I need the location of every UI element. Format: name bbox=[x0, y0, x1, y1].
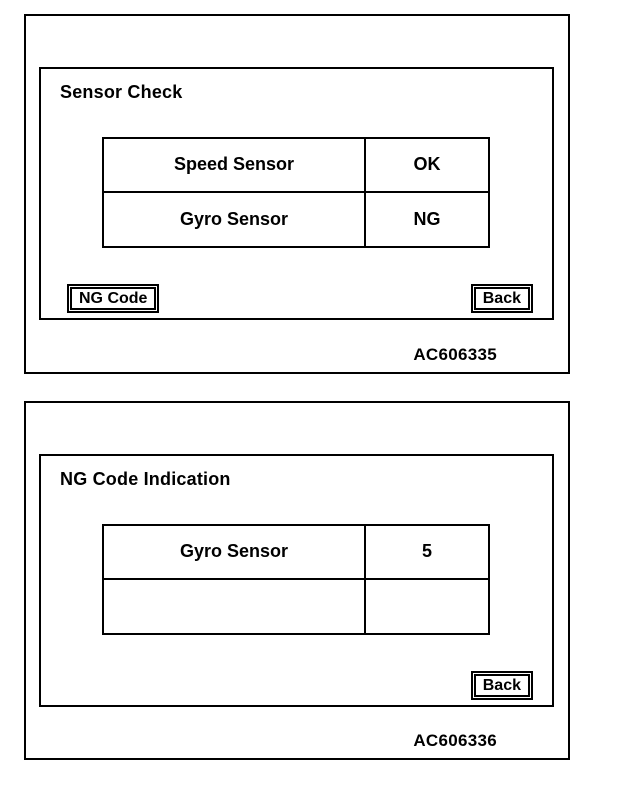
screen-title: NG Code Indication bbox=[60, 469, 231, 489]
sensor-name-cell: Gyro Sensor bbox=[104, 526, 366, 580]
screen-title: Sensor Check bbox=[60, 82, 183, 102]
sensor-name-cell: Speed Sensor bbox=[104, 139, 366, 193]
figure-frame-sensor-check: Sensor Check Speed Sensor OK Gyro Sensor… bbox=[24, 14, 570, 374]
sensor-check-screen: Sensor Check Speed Sensor OK Gyro Sensor… bbox=[39, 67, 554, 320]
back-button-label: Back bbox=[473, 287, 530, 310]
figure-frame-ng-code-indication: NG Code Indication Gyro Sensor 5 Back AC… bbox=[24, 401, 570, 760]
figure-code: AC606335 bbox=[413, 345, 497, 364]
sensor-status-cell: NG bbox=[413, 208, 441, 229]
back-button[interactable]: Back bbox=[470, 284, 533, 313]
ng-code-button[interactable]: NG Code bbox=[67, 284, 160, 313]
ng-code-button-label: NG Code bbox=[70, 287, 157, 310]
figure-code: AC606336 bbox=[413, 731, 497, 750]
sensor-name-cell bbox=[104, 579, 366, 633]
ng-code-value-cell: 5 bbox=[366, 526, 488, 580]
sensor-status-cell: OK bbox=[366, 139, 488, 193]
back-button-label: Back bbox=[473, 674, 530, 697]
ng-code-indication-screen: NG Code Indication Gyro Sensor 5 Back bbox=[39, 454, 554, 707]
back-button[interactable]: Back bbox=[470, 671, 533, 700]
ng-code-value-cell bbox=[366, 580, 488, 634]
ng-code-table: Gyro Sensor 5 bbox=[102, 524, 490, 635]
sensor-status-table: Speed Sensor OK Gyro Sensor NG bbox=[102, 137, 490, 248]
sensor-name-cell: Gyro Sensor bbox=[104, 192, 366, 246]
